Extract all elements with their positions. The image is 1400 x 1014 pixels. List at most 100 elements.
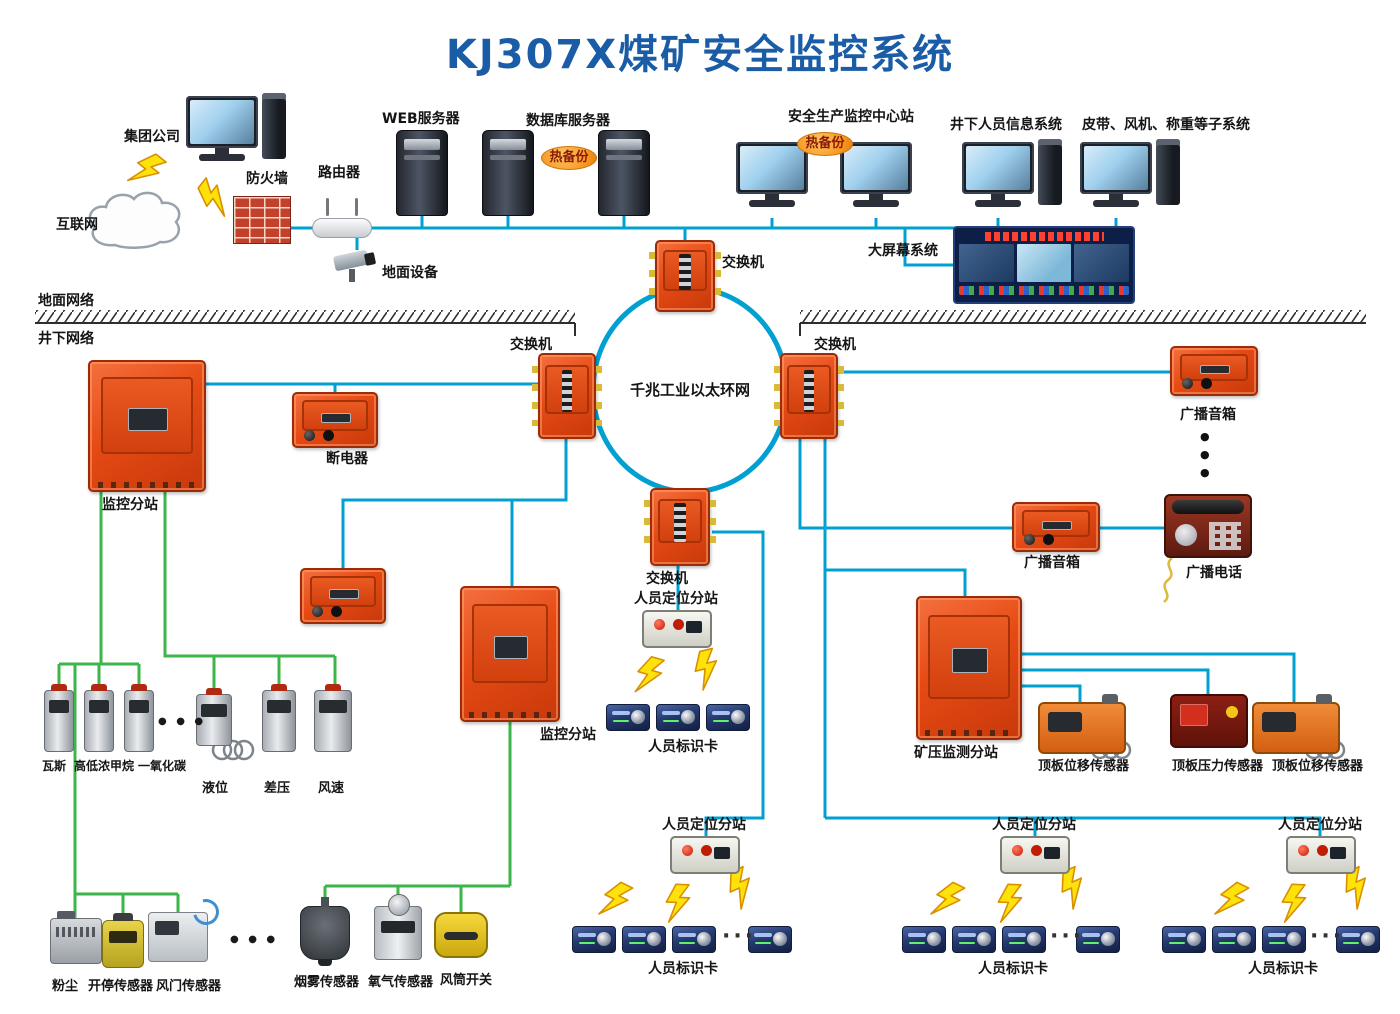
label-mine-pressure-substation: 矿压监测分站 bbox=[914, 745, 998, 761]
label-broadcast-speaker-2: 广播音箱 bbox=[1024, 555, 1080, 571]
label-level: 液位 bbox=[202, 781, 229, 796]
label-gas: 瓦斯 bbox=[42, 759, 67, 773]
label-router: 路由器 bbox=[318, 165, 360, 181]
web-server-tower bbox=[396, 130, 448, 216]
subsystems-computer bbox=[1080, 139, 1180, 207]
smoke-sensor bbox=[300, 897, 350, 966]
monitor-substation-2 bbox=[460, 586, 560, 722]
ellipsis-dots: ● ● ● bbox=[230, 934, 279, 945]
oxygen-sensor bbox=[374, 894, 422, 960]
ellipsis-dots: ··· bbox=[1050, 924, 1085, 949]
label-db-server: 数据库服务器 bbox=[526, 113, 610, 129]
breaker-device-1 bbox=[292, 392, 378, 448]
label-personnel-substation-2: 人员定位分站 bbox=[662, 817, 746, 833]
big-screen-header bbox=[984, 232, 1104, 241]
computer-tower bbox=[1038, 139, 1062, 205]
label-onoff: 开停传感器 bbox=[88, 979, 154, 994]
db-server-tower-1 bbox=[482, 130, 534, 216]
label-co: 一氧化碳 bbox=[138, 759, 187, 773]
label-personnel-substation-1: 人员定位分站 bbox=[634, 591, 718, 607]
label-group-company: 集团公司 bbox=[124, 129, 180, 145]
label-oxygen: 氧气传感器 bbox=[368, 975, 434, 990]
router-device bbox=[312, 198, 372, 238]
label-roof-displacement-1: 顶板位移传感器 bbox=[1038, 759, 1130, 774]
label-breaker: 断电器 bbox=[326, 451, 368, 467]
sensor-wiring bbox=[57, 492, 512, 920]
ellipsis-dots: ··· bbox=[1310, 924, 1345, 949]
personnel-card bbox=[656, 704, 700, 731]
label-switch-top: 交换机 bbox=[722, 255, 764, 271]
personnel-substation-3 bbox=[1000, 836, 1070, 874]
phone-cord bbox=[1163, 557, 1173, 603]
personnel-info-computer bbox=[962, 139, 1062, 207]
personnel-card bbox=[622, 926, 666, 953]
label-switch-bottom: 交换机 bbox=[646, 571, 688, 587]
personnel-card bbox=[1076, 926, 1120, 953]
broadcast-phone-device bbox=[1164, 494, 1252, 558]
roof-displacement-sensor-1 bbox=[1038, 694, 1126, 754]
label-ethernet-ring: 千兆工业以太环网 bbox=[630, 381, 751, 399]
personnel-card bbox=[1212, 926, 1256, 953]
label-subsystems: 皮带、风机、称重等子系统 bbox=[1082, 117, 1250, 133]
label-center-station: 安全生产监控中心站 bbox=[788, 109, 914, 125]
ellipsis-dots: ··· bbox=[722, 924, 757, 949]
breaker-device-2 bbox=[300, 568, 386, 624]
switch-right bbox=[774, 353, 844, 439]
center-station-computer-2 bbox=[840, 142, 912, 207]
personnel-card bbox=[1002, 926, 1046, 953]
onoff-sensor bbox=[102, 913, 144, 968]
personnel-card bbox=[1262, 926, 1306, 953]
personnel-substation-1 bbox=[642, 610, 712, 648]
label-duct-switch: 风筒开关 bbox=[440, 973, 493, 988]
label-switch-left: 交换机 bbox=[510, 337, 552, 353]
roof-displacement-sensor-2 bbox=[1252, 694, 1340, 754]
label-monitor-substation-2: 监控分站 bbox=[540, 727, 596, 743]
broadcast-speaker-2 bbox=[1012, 502, 1100, 552]
label-broadcast-phone: 广播电话 bbox=[1186, 565, 1242, 581]
camera-lens-icon bbox=[363, 252, 377, 266]
monitor-screen bbox=[736, 142, 808, 194]
label-diff-pressure: 差压 bbox=[264, 781, 291, 796]
personnel-substation-4 bbox=[1286, 836, 1356, 874]
label-ground-device: 地面设备 bbox=[382, 265, 438, 281]
label-personnel-card-4: 人员标识卡 bbox=[1248, 961, 1318, 977]
label-web-server: WEB服务器 bbox=[382, 111, 460, 127]
label-internet: 互联网 bbox=[56, 217, 98, 233]
personnel-card bbox=[1336, 926, 1380, 953]
switch-top bbox=[649, 240, 721, 312]
center-station-computer-1 bbox=[736, 142, 808, 207]
label-methane: 高低浓甲烷 bbox=[74, 759, 135, 773]
diff-pressure-sensor bbox=[262, 684, 296, 752]
monitor-screen bbox=[1080, 142, 1152, 194]
label-smoke: 烟雾传感器 bbox=[294, 975, 360, 990]
label-broadcast-speaker-1: 广播音箱 bbox=[1180, 407, 1236, 423]
personnel-card bbox=[748, 926, 792, 953]
label-switch-right: 交换机 bbox=[814, 337, 856, 353]
label-wind-speed: 风速 bbox=[318, 781, 345, 796]
roof-pressure-sensor bbox=[1170, 694, 1248, 748]
monitor-substation-1 bbox=[88, 360, 206, 492]
mine-pressure-substation bbox=[916, 596, 1022, 740]
label-personnel-substation-4: 人员定位分站 bbox=[1278, 817, 1362, 833]
personnel-card bbox=[1162, 926, 1206, 953]
group-company-computer bbox=[186, 93, 286, 161]
label-ground-network: 地面网络 bbox=[38, 293, 94, 309]
label-personnel-info-system: 井下人员信息系统 bbox=[950, 117, 1062, 133]
monitor-screen bbox=[186, 96, 258, 148]
damper-sensor bbox=[148, 912, 208, 962]
methane-sensor bbox=[84, 684, 114, 752]
personnel-card bbox=[952, 926, 996, 953]
ethernet-wiring-underground bbox=[206, 370, 1322, 836]
gas-sensor bbox=[44, 684, 74, 752]
big-screen-buttons bbox=[959, 286, 1129, 295]
ground-underground-separator bbox=[35, 310, 1366, 336]
personnel-card bbox=[606, 704, 650, 731]
co-sensor bbox=[124, 684, 154, 752]
label-personnel-card-3: 人员标识卡 bbox=[978, 961, 1048, 977]
label-monitor-substation-1: 监控分站 bbox=[102, 497, 158, 513]
monitor-screen bbox=[962, 142, 1034, 194]
broadcast-speaker-1 bbox=[1170, 346, 1258, 396]
big-screen-system bbox=[953, 226, 1135, 304]
personnel-card bbox=[706, 704, 750, 731]
